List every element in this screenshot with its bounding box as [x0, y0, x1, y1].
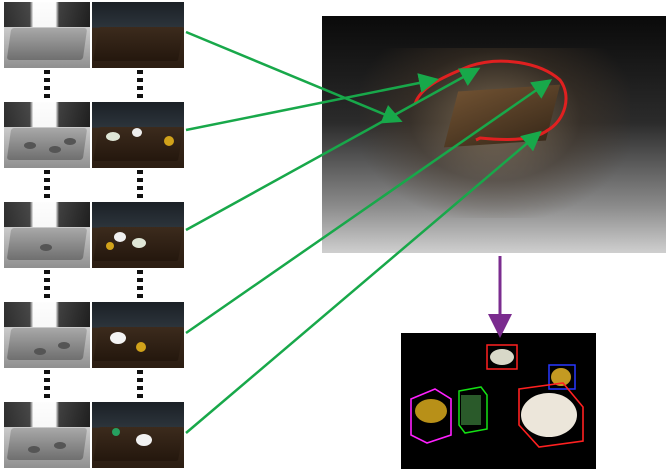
depth-object [58, 342, 70, 349]
depth-frame-3 [4, 202, 90, 268]
depth-object [54, 442, 66, 449]
depth-frame-4 [4, 302, 90, 368]
bowl-object [106, 132, 120, 141]
mug-object [164, 136, 174, 146]
depth-frame-2 [4, 102, 90, 168]
rgb-ellipsis-2 [137, 170, 143, 200]
rgb-frame-5 [92, 402, 184, 468]
depth-ellipsis-2 [44, 170, 50, 200]
arrow-frame-5 [185, 130, 542, 434]
depth-frame-1 [4, 2, 90, 68]
depth-ellipsis-4 [44, 370, 50, 400]
rgb-ellipsis-3 [137, 270, 143, 300]
cap-object [136, 434, 152, 446]
mug-object [106, 242, 114, 250]
cap-object [132, 128, 142, 137]
depth-ellipsis-1 [44, 70, 50, 100]
bowl-object [132, 238, 146, 248]
depth-object [49, 146, 61, 153]
point-cloud-reconstruction [322, 16, 666, 253]
arrow-frame-3 [185, 67, 481, 232]
arrow-frame-1 [185, 30, 403, 124]
detection-boxes [410, 344, 584, 448]
mug-object [136, 342, 146, 352]
depth-object [64, 138, 76, 145]
bowl-box [486, 344, 518, 370]
rgb-ellipsis-4 [137, 370, 143, 400]
depth-ellipsis-3 [44, 270, 50, 300]
bowl-object [490, 349, 514, 365]
rgb-frame-2 [92, 102, 184, 168]
depth-object [24, 142, 36, 149]
object-detections-panel [401, 333, 596, 469]
arrow-frame-4 [185, 79, 553, 335]
depth-object [40, 244, 52, 251]
large-bowl-object [415, 399, 447, 423]
rgb-frame-4 [92, 302, 184, 368]
rgb-ellipsis-1 [137, 70, 143, 100]
cap-object [521, 393, 577, 437]
cap-object [114, 232, 126, 242]
depth-object [28, 446, 40, 453]
can-object [461, 395, 481, 425]
large-bowl-box [410, 388, 452, 444]
mug-box [548, 364, 576, 390]
can-box [458, 386, 488, 434]
depth-object [34, 348, 46, 355]
cap-object [110, 332, 126, 344]
rgb-frame-1 [92, 2, 184, 68]
camera-trajectory [413, 59, 568, 142]
rgb-frame-3 [92, 202, 184, 268]
mug-object [551, 368, 571, 386]
arrow-frame-2 [185, 73, 439, 132]
can-object [112, 428, 120, 436]
depth-frame-5 [4, 402, 90, 468]
cap-box [518, 382, 584, 448]
